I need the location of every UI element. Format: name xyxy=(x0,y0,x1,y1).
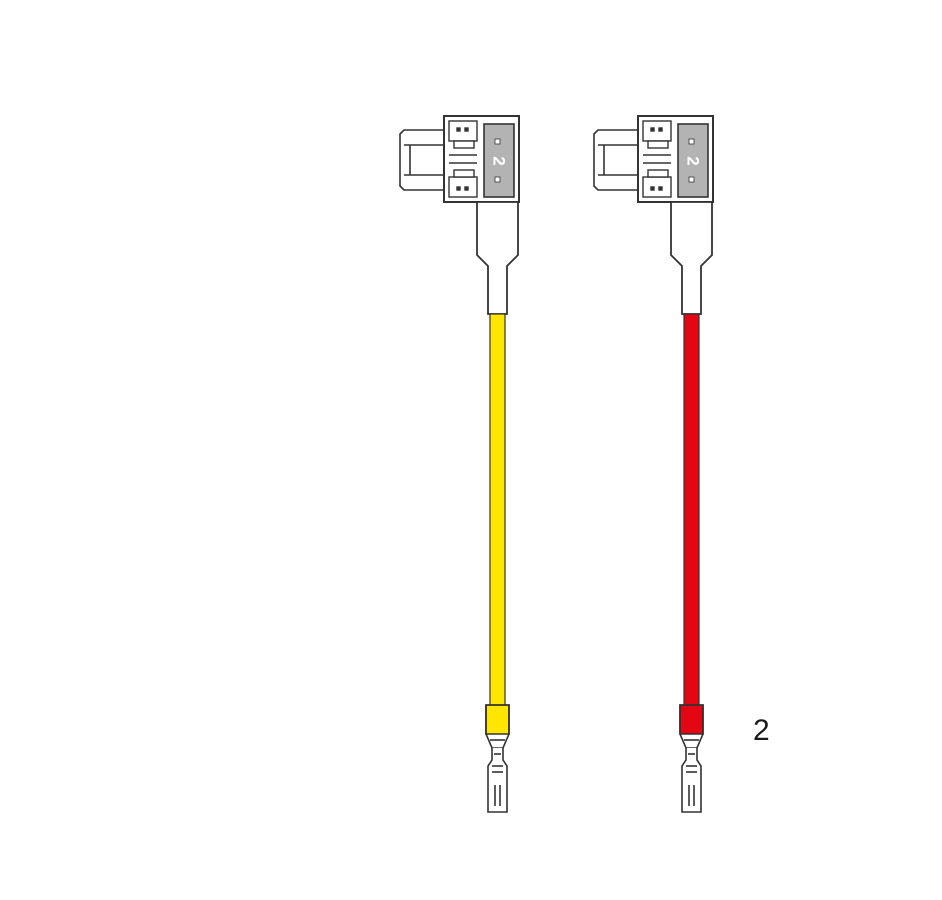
fuse-rating-label: 2 xyxy=(490,156,509,165)
blade-fuse: 2 xyxy=(677,123,709,198)
side-clip xyxy=(399,129,444,191)
upper-socket xyxy=(642,120,672,156)
spade-terminal xyxy=(485,704,510,813)
callout-number: 2 xyxy=(753,714,770,747)
lower-socket xyxy=(642,162,672,198)
fuse-rating-label: 2 xyxy=(684,156,703,165)
cable-boot xyxy=(670,201,713,315)
blade-fuse: 2 xyxy=(483,123,515,198)
cable-boot xyxy=(476,201,519,315)
lower-socket xyxy=(448,162,478,198)
red-wire xyxy=(683,313,700,710)
upper-socket xyxy=(448,120,478,156)
yellow-fuse-tap-cable: 2 xyxy=(399,115,520,813)
red-fuse-tap-cable: 2 xyxy=(593,115,714,813)
yellow-wire xyxy=(489,313,506,710)
side-clip xyxy=(593,129,638,191)
spade-terminal xyxy=(679,704,704,813)
